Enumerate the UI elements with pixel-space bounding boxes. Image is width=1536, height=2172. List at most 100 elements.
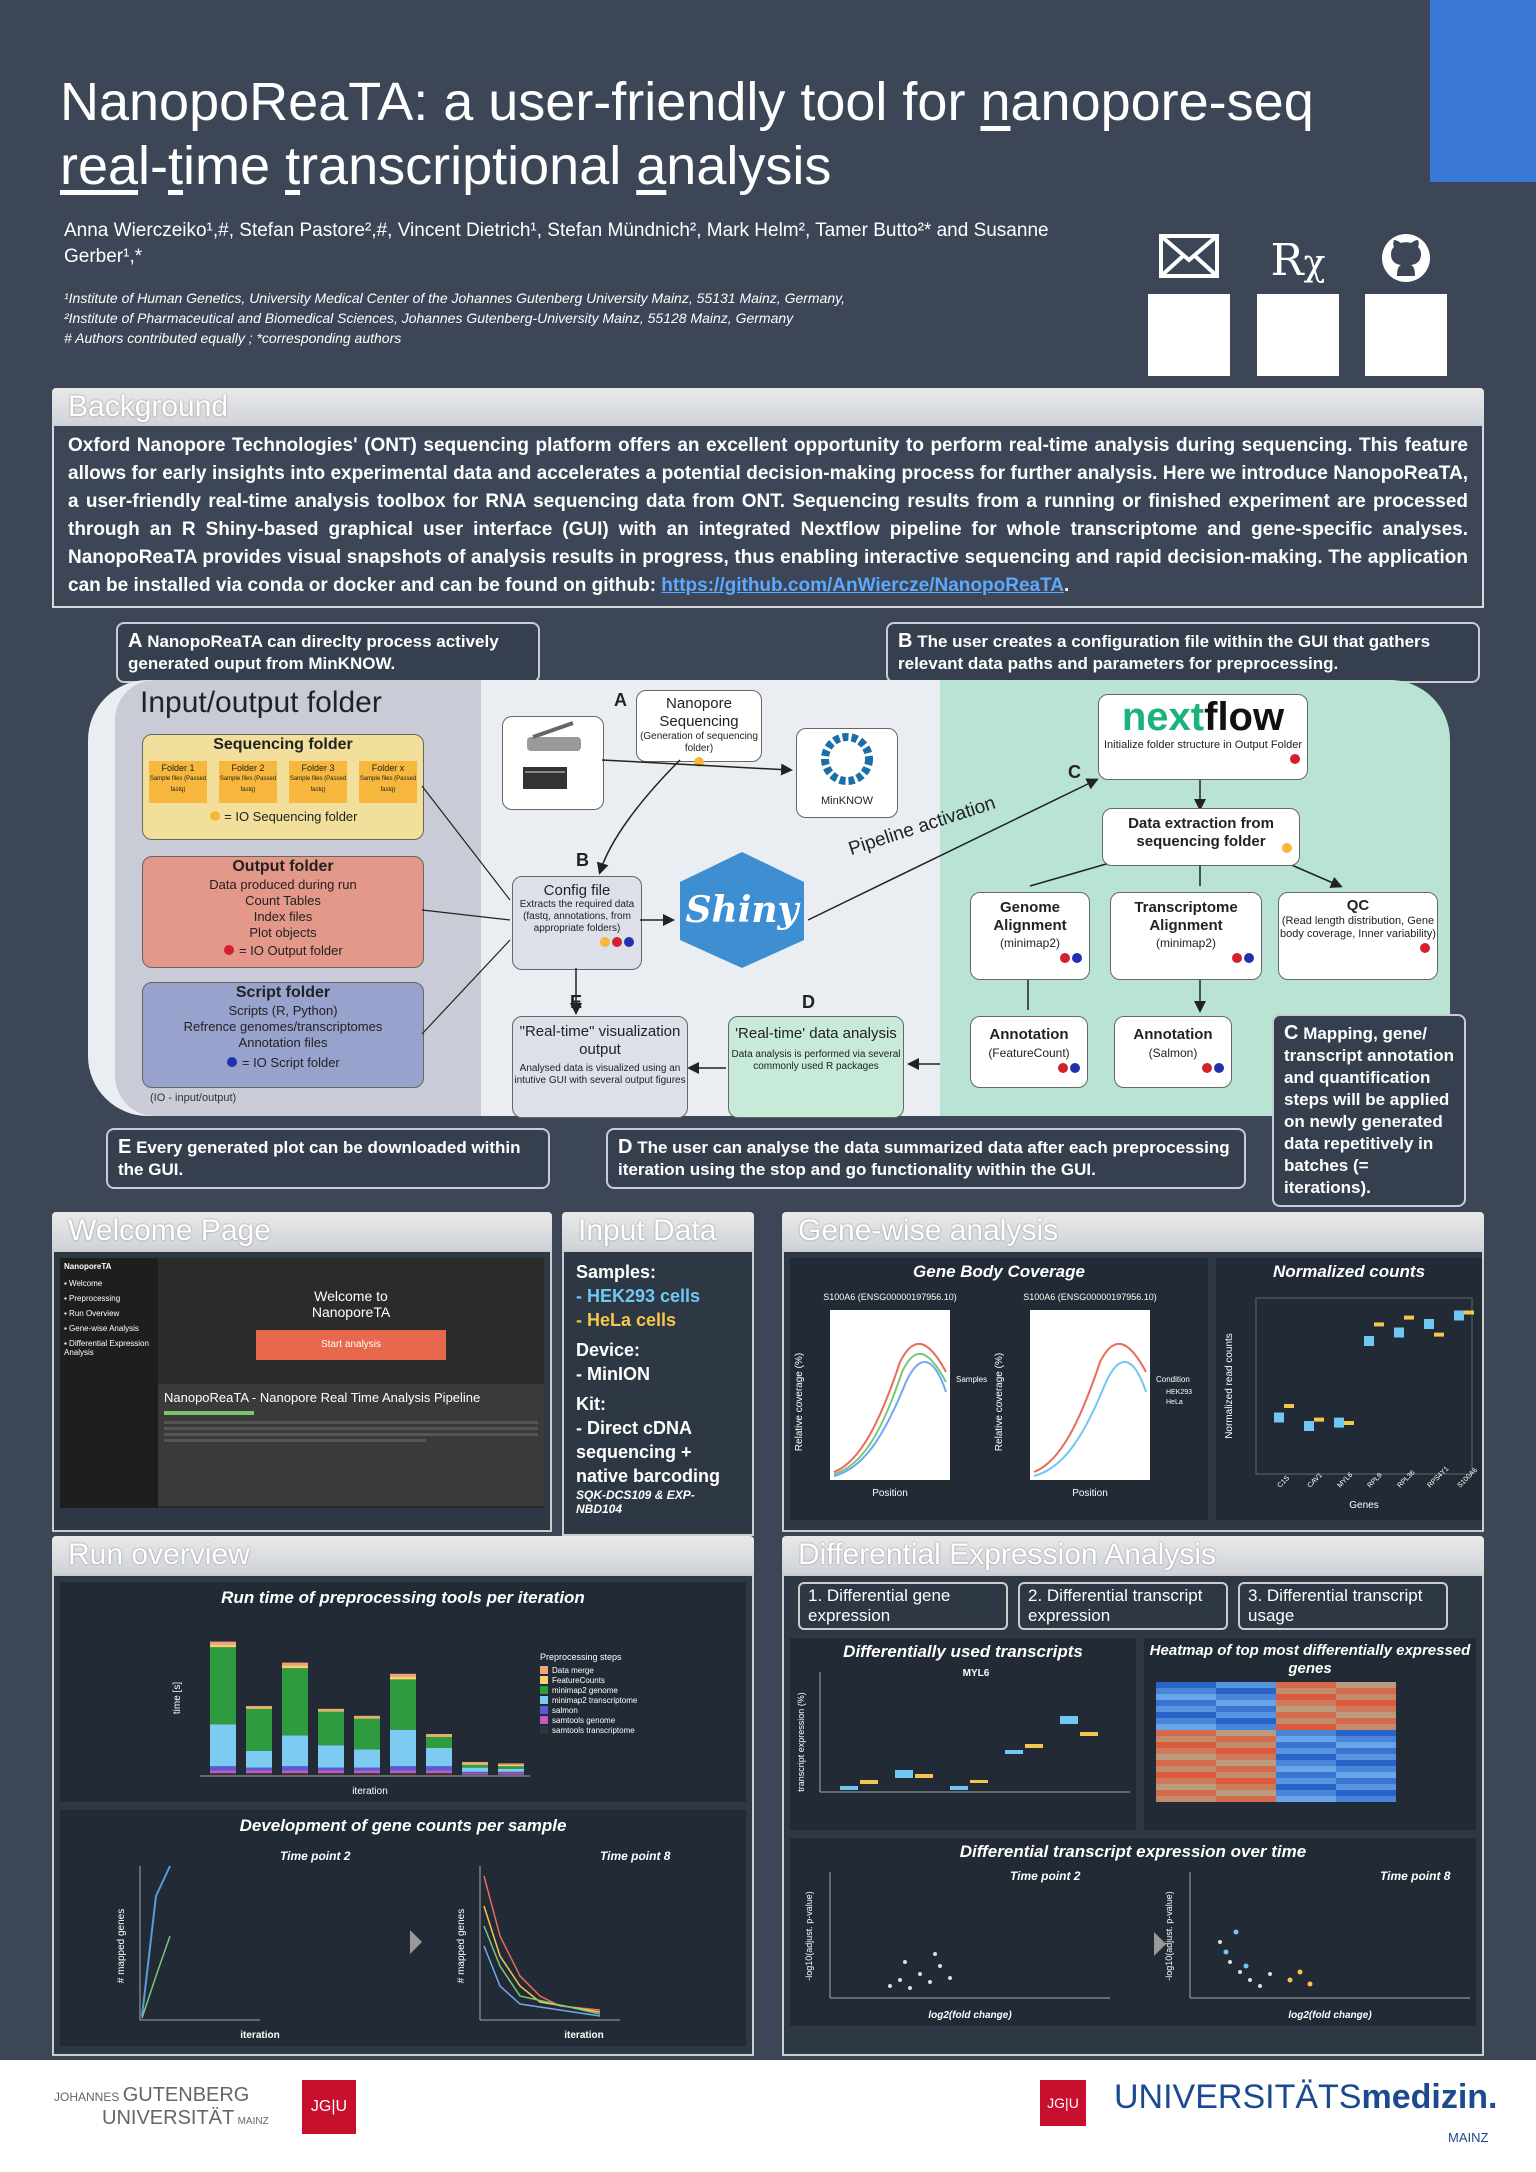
dea-tab[interactable]: 1. Differential gene expression [798, 1582, 1008, 1630]
label-a: A [614, 690, 627, 710]
menu-item[interactable]: ▪ Preprocessing [64, 1294, 121, 1303]
bar-segment [426, 1766, 452, 1771]
bar-segment [246, 1750, 272, 1768]
folder-line: Refrence genomes/transcriptomes [183, 1019, 383, 1034]
io-title: Input/output folder [140, 686, 382, 719]
start-analysis-button[interactable]: Start analysis [256, 1330, 446, 1360]
rx-qr[interactable]: Rχ [1254, 232, 1342, 376]
bar-segment [318, 1767, 344, 1771]
bar-segment [390, 1676, 416, 1680]
heatmap-cell [1156, 1706, 1216, 1712]
config-file[interactable]: Config file Extracts the required data (… [512, 876, 642, 970]
dtu-chart: Differentially used transcripts transcri… [790, 1638, 1136, 1830]
title-fragment: rea [60, 136, 139, 196]
count-box [1374, 1322, 1384, 1327]
bar-segment [282, 1773, 308, 1776]
folder-line: Annotation files [238, 1035, 328, 1050]
legend-label: Data merge [552, 1666, 594, 1675]
legend-label: samtools genome [552, 1716, 616, 1725]
affiliation-2: ²Institute of Pharmaceutical and Biomedi… [64, 310, 794, 326]
svg-text:iteration: iteration [564, 2030, 603, 2041]
callout-a: A NanopoReaTA can direclty process activ… [116, 622, 540, 683]
heatmap-cell [1156, 1760, 1216, 1766]
count-box [1454, 1310, 1464, 1321]
bar-segment [282, 1735, 308, 1767]
email-qr[interactable] [1145, 232, 1233, 376]
heatmap-cell [1336, 1730, 1396, 1736]
bar-segment [354, 1770, 380, 1774]
minknow-box: MinKNOW [796, 728, 898, 818]
svg-text:Time point 2: Time point 2 [1010, 1869, 1081, 1883]
folder-line: Plot objects [249, 925, 317, 940]
dea-tab[interactable]: 2. Differential transcript expression [1018, 1582, 1228, 1630]
section-heading: Input Data [562, 1212, 754, 1250]
svg-text:S100A6 (ENSG00000197956.10): S100A6 (ENSG00000197956.10) [823, 1292, 957, 1302]
title-fragment: a [636, 136, 667, 196]
menu-item[interactable]: ▪ Welcome [64, 1279, 103, 1288]
heatmap-cell [1276, 1682, 1336, 1688]
heatmap-cell [1156, 1694, 1216, 1700]
unimedizin-wordmark: UNIVERSITÄTSmedizin. [1114, 2078, 1498, 2116]
svg-text:Time point 8: Time point 8 [600, 1849, 671, 1863]
legend-swatch [540, 1716, 548, 1724]
heatmap-cell [1156, 1718, 1216, 1724]
heatmap-cell [1156, 1700, 1216, 1706]
heatmap-cell [1216, 1778, 1276, 1784]
heatmap-cell [1156, 1766, 1216, 1772]
legend-swatch [540, 1676, 548, 1684]
bar-segment [354, 1773, 380, 1776]
heatmap-cell [1336, 1718, 1396, 1724]
genome-alignment: Genome Alignment (minimap2) [970, 892, 1090, 980]
bar-segment [210, 1773, 236, 1776]
bar-segment [462, 1771, 488, 1774]
bar-segment [426, 1748, 452, 1767]
svg-text:iteration: iteration [352, 1786, 388, 1797]
welcome-heading: Welcome to NanoporeTA [311, 1288, 391, 1320]
legend-swatch [540, 1686, 548, 1694]
footer: JOHANNES GUTENBERG UNIVERSITÄT MAINZ JG|… [0, 2060, 1536, 2172]
chevron-right-icon [410, 1930, 422, 1954]
svg-text:-log10(adjust. p-value): -log10(adjust. p-value) [804, 1891, 814, 1981]
heatmap-cell [1276, 1694, 1336, 1700]
heatmap-cell [1216, 1748, 1276, 1754]
gene-counts-plots: Time point 2 Time point 8 # mapped genes… [116, 1849, 671, 2041]
run-overview-section: Run overview Run time of preprocessing t… [52, 1536, 754, 2056]
github-qr[interactable] [1362, 232, 1450, 376]
count-box [1434, 1332, 1444, 1337]
legend-label: FeatureCounts [552, 1676, 605, 1685]
bar-segment [282, 1668, 308, 1736]
heatmap-cell [1156, 1796, 1216, 1802]
github-link[interactable]: https://github.com/AnWiercze/NanopoReaTA [661, 575, 1064, 596]
folder-line: Scripts (R, Python) [228, 1003, 338, 1018]
heatmap-cell [1156, 1724, 1216, 1730]
menu-item[interactable]: ▪ Gene-wise Analysis [64, 1324, 139, 1333]
bar-segment [462, 1762, 488, 1764]
heatmap-cell [1216, 1784, 1276, 1790]
app-screenshot: NanoporeTA ▪ Welcome▪ Preprocessing▪ Run… [60, 1258, 544, 1508]
svg-text:Relative coverage (%): Relative coverage (%) [794, 1353, 805, 1451]
heatmap-cell [1276, 1772, 1336, 1778]
heatmap-cell [1276, 1712, 1336, 1718]
svg-text:MYL6: MYL6 [963, 1668, 990, 1679]
app-sidebar: NanoporeTA ▪ Welcome▪ Preprocessing▪ Run… [60, 1258, 158, 1508]
callout-b: B The user creates a configuration file … [886, 622, 1480, 683]
nanopore-sequencing: Nanopore Sequencing (Generation of seque… [636, 690, 762, 767]
legend-label: minimap2 genome [552, 1686, 618, 1695]
affiliations: ¹Institute of Human Genetics, University… [64, 288, 1124, 348]
svg-text:log2(fold change): log2(fold change) [1288, 2010, 1372, 2021]
count-box [1394, 1327, 1404, 1338]
heatmap-cell [1276, 1784, 1336, 1790]
menu-item[interactable]: ▪ Differential Expression Analysis [64, 1339, 149, 1357]
affiliation-note: # Authors contributed equally ; *corresp… [64, 330, 402, 346]
bar-segment [390, 1770, 416, 1774]
shiny-logo: Shiny [676, 850, 808, 970]
svg-text:Genes: Genes [1349, 1500, 1378, 1511]
svg-text:Time point 8: Time point 8 [1380, 1869, 1451, 1883]
menu-item[interactable]: ▪ Run Overview [64, 1309, 120, 1318]
heatmap-cell [1276, 1778, 1336, 1784]
dea-tab[interactable]: 3. Differential transcript usage [1238, 1582, 1448, 1630]
heatmap-cell [1156, 1754, 1216, 1760]
